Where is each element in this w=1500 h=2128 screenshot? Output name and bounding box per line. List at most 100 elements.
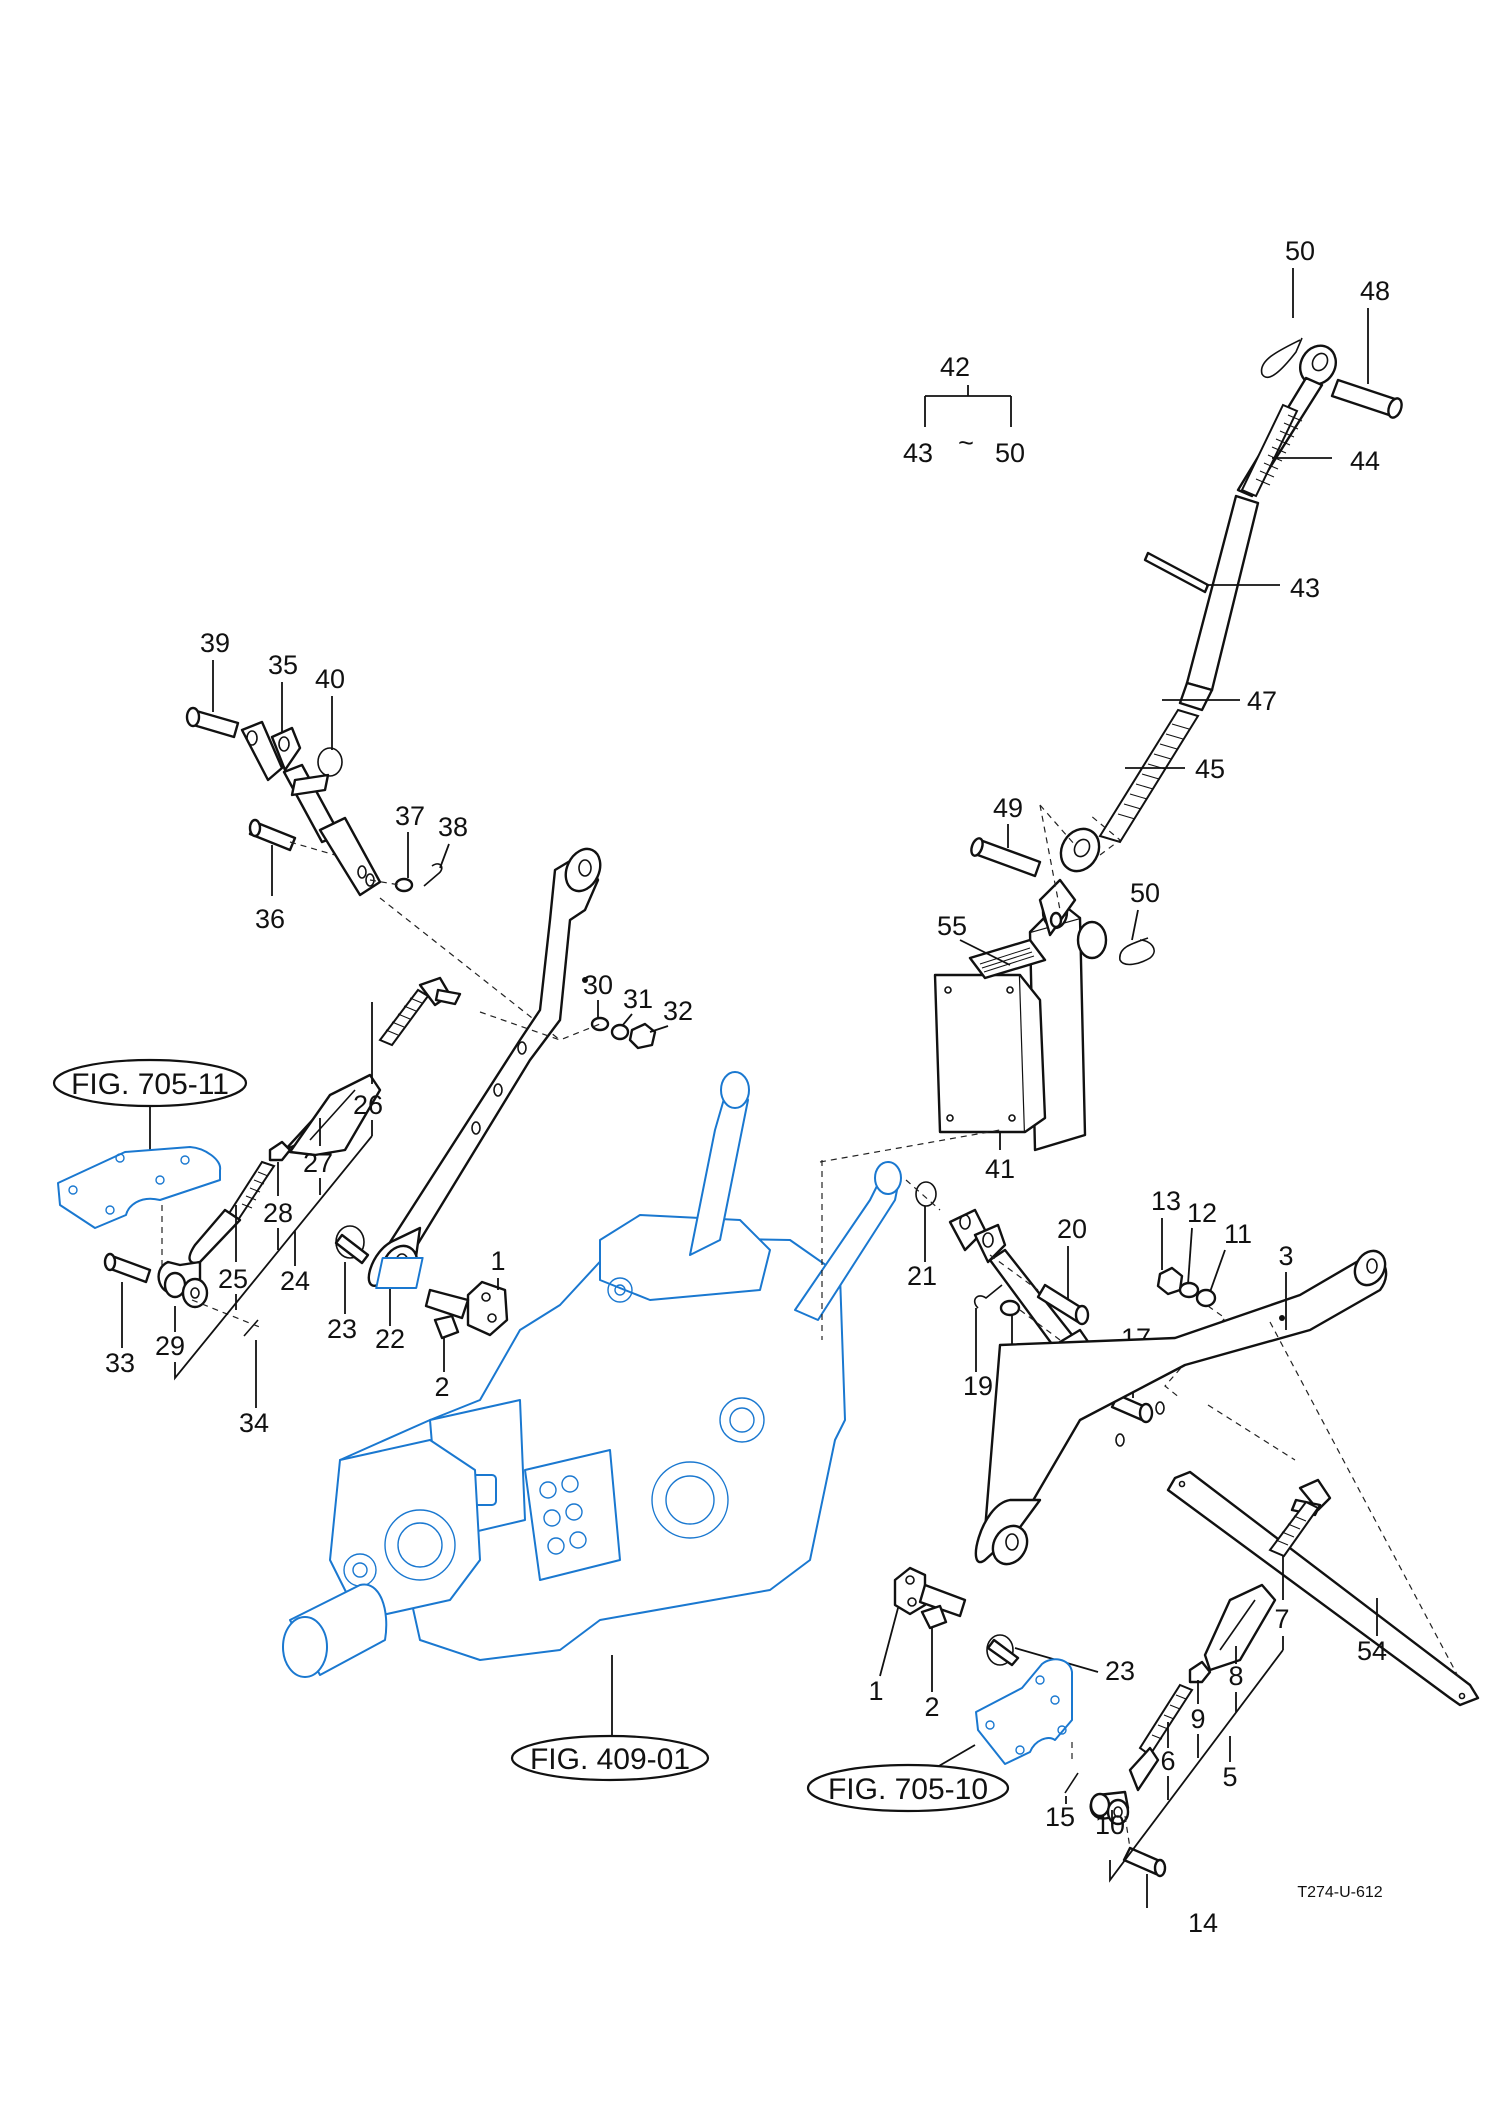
check-link-assembly-35[interactable] — [185, 706, 382, 897]
callout-54[interactable]: 54 — [1357, 1636, 1387, 1666]
callout-21[interactable]: 21 — [907, 1261, 937, 1291]
callout-25[interactable]: 25 — [218, 1264, 248, 1294]
fig-705-10-reference[interactable]: FIG. 705-10 — [806, 1744, 1010, 1813]
callout-42[interactable]: 42 — [940, 352, 970, 382]
pivot-shaft-1-right[interactable] — [893, 1566, 967, 1618]
callout-48[interactable]: 48 — [1360, 276, 1390, 306]
callout-32[interactable]: 32 — [663, 996, 693, 1026]
turnbuckle-assembly-24[interactable] — [157, 976, 462, 1309]
washer-30[interactable] — [590, 1016, 610, 1032]
callout-7[interactable]: 7 — [1274, 1604, 1289, 1634]
washer-11[interactable] — [1195, 1288, 1217, 1308]
callout-47[interactable]: 47 — [1247, 686, 1277, 716]
callout-19[interactable]: 19 — [963, 1371, 993, 1401]
callout-50[interactable]: 50 — [1130, 878, 1160, 908]
clip-19[interactable] — [973, 1284, 1003, 1309]
callout-8[interactable]: 8 — [1228, 1661, 1243, 1691]
cotter-pin-34[interactable] — [243, 1319, 259, 1337]
fig-409-01-label: FIG. 409-01 — [530, 1743, 690, 1776]
callout-36[interactable]: 36 — [255, 904, 285, 934]
callout-50[interactable]: 50 — [1285, 236, 1315, 266]
bolt-2-right[interactable] — [920, 1604, 948, 1630]
callout-27[interactable]: 27 — [303, 1148, 333, 1178]
callout-23[interactable]: 23 — [327, 1314, 357, 1344]
pin-48[interactable] — [1330, 378, 1404, 419]
ring-40[interactable] — [317, 747, 343, 777]
callout-26[interactable]: 26 — [353, 1090, 383, 1120]
pivot-shaft-1-left[interactable] — [424, 1280, 509, 1337]
mounting-plate-left — [57, 1146, 222, 1229]
callout-30[interactable]: 30 — [583, 970, 613, 1000]
ring-21[interactable] — [915, 1181, 937, 1207]
nut-13[interactable] — [1156, 1266, 1184, 1296]
top-link-body — [1185, 494, 1260, 692]
washer-18[interactable] — [999, 1299, 1021, 1317]
linchpin-23-left[interactable] — [334, 1225, 370, 1265]
callout-15[interactable]: 15 — [1045, 1802, 1075, 1832]
transmission-housing — [282, 1071, 902, 1678]
top-link-handle — [1143, 551, 1210, 594]
callout-44[interactable]: 44 — [1350, 446, 1380, 476]
callouts-turnbuckle-left: 26 27 28 25 24 29 33 34 23 — [105, 1002, 383, 1438]
callout-2[interactable]: 2 — [434, 1372, 449, 1402]
callout-22[interactable]: 22 — [375, 1324, 405, 1354]
callout-43-range-start[interactable]: 43 — [903, 438, 933, 468]
pin-20[interactable] — [1036, 1283, 1090, 1326]
callout-28[interactable]: 28 — [263, 1198, 293, 1228]
callout-2[interactable]: 2 — [924, 1692, 939, 1722]
clip-50-lower[interactable] — [1119, 937, 1155, 966]
washer-12[interactable] — [1178, 1281, 1200, 1299]
callout-24[interactable]: 24 — [280, 1266, 310, 1296]
callout-49[interactable]: 49 — [993, 793, 1023, 823]
pin-36[interactable] — [248, 818, 297, 852]
callout-20[interactable]: 20 — [1057, 1214, 1087, 1244]
callout-38[interactable]: 38 — [438, 812, 468, 842]
callout-31[interactable]: 31 — [623, 984, 653, 1014]
dashed-guide-3 — [1207, 1321, 1461, 1681]
clip-38[interactable] — [423, 863, 443, 887]
callout-13[interactable]: 13 — [1151, 1186, 1181, 1216]
callout-34[interactable]: 34 — [239, 1408, 269, 1438]
callout-1[interactable]: 1 — [868, 1676, 883, 1706]
callout-29[interactable]: 29 — [155, 1331, 185, 1361]
callout-9[interactable]: 9 — [1190, 1704, 1205, 1734]
turnbuckle-assembly-5[interactable] — [1089, 1478, 1332, 1826]
callout-1[interactable]: 1 — [490, 1246, 505, 1276]
pin-49[interactable] — [969, 837, 1042, 878]
callout-23[interactable]: 23 — [1105, 1656, 1135, 1686]
stabilizer-bar-54[interactable] — [1166, 1470, 1480, 1707]
fig-409-01-reference[interactable]: FIG. 409-01 — [510, 1655, 710, 1782]
washer-37[interactable] — [394, 877, 414, 893]
callout-11[interactable]: 11 — [1224, 1219, 1252, 1249]
callout-45[interactable]: 45 — [1195, 754, 1225, 784]
callout-3[interactable]: 3 — [1278, 1241, 1293, 1271]
fig-705-11-label: FIG. 705-11 — [71, 1068, 229, 1101]
clip-50-upper[interactable] — [1260, 337, 1303, 379]
cotter-pin-15[interactable] — [1064, 1772, 1079, 1794]
washer-31[interactable] — [610, 1023, 630, 1041]
fig-705-11-reference[interactable]: FIG. 705-11 — [52, 1058, 248, 1150]
callout-35[interactable]: 35 — [268, 650, 298, 680]
nut-32[interactable] — [628, 1022, 657, 1050]
callout-6[interactable]: 6 — [1160, 1746, 1175, 1776]
callout-39[interactable]: 39 — [200, 628, 230, 658]
pin-33[interactable] — [103, 1252, 152, 1284]
callout-40[interactable]: 40 — [315, 664, 345, 694]
callout-5[interactable]: 5 — [1222, 1762, 1237, 1792]
callout-37[interactable]: 37 — [395, 801, 425, 831]
callout-50-range-end[interactable]: 50 — [995, 438, 1025, 468]
callout-33[interactable]: 33 — [105, 1348, 135, 1378]
callout-43[interactable]: 43 — [1290, 573, 1320, 603]
linchpin-23-right[interactable] — [986, 1634, 1020, 1667]
callout-41[interactable]: 41 — [985, 1154, 1015, 1184]
top-link-assembly — [1059, 337, 1404, 873]
callout-55[interactable]: 55 — [937, 911, 967, 941]
callout-12[interactable]: 12 — [1187, 1198, 1217, 1228]
callout-14[interactable]: 14 — [1188, 1908, 1218, 1938]
bolt-2-left[interactable] — [433, 1314, 460, 1340]
top-link-bracket-41[interactable] — [933, 878, 1108, 1152]
lower-link-left-22[interactable] — [367, 843, 607, 1290]
pin-14[interactable] — [1122, 1846, 1167, 1878]
callout-10[interactable]: 10 — [1095, 1810, 1125, 1840]
